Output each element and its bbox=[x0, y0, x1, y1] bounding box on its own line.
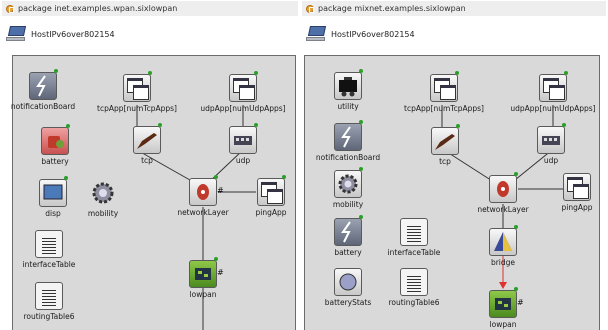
package-bar: package mixnet.examples.sixlowpan bbox=[302, 1, 606, 16]
package-icon bbox=[6, 4, 14, 13]
module-label: battery bbox=[41, 157, 69, 166]
nic-icon bbox=[489, 290, 517, 318]
module-label: mobility bbox=[332, 200, 364, 209]
right-panel: package mixnet.examples.sixlowpan HostIP… bbox=[300, 0, 608, 330]
hash-marker: # bbox=[217, 268, 224, 277]
notification-icon bbox=[29, 72, 57, 100]
module-label: udpApp[numUdpApps] bbox=[200, 104, 286, 113]
module-label: lowpan bbox=[489, 320, 517, 329]
laptop-icon bbox=[6, 26, 27, 42]
module-label: udp bbox=[235, 156, 251, 165]
module-label: lowpan bbox=[189, 290, 217, 299]
display-icon bbox=[39, 179, 67, 207]
window-icon bbox=[539, 74, 567, 102]
module-label: disp bbox=[45, 209, 61, 218]
module-canvas[interactable]: notificationBoard tcpApp[numTcpApps] udp… bbox=[11, 55, 296, 330]
package-bar: package inet.examples.wpan.sixlowpan bbox=[2, 1, 298, 16]
module-label: tcp bbox=[439, 157, 451, 166]
module-label: batteryStats bbox=[324, 298, 372, 307]
battery-icon bbox=[334, 218, 362, 246]
udp-icon bbox=[537, 126, 565, 154]
package-icon bbox=[306, 4, 314, 13]
table-icon bbox=[35, 282, 63, 310]
tcp-icon bbox=[431, 127, 459, 155]
host-bar[interactable]: HostIPv6over802154 bbox=[6, 24, 115, 44]
hash-marker: # bbox=[217, 186, 224, 195]
table-icon bbox=[400, 218, 428, 246]
network-layer-icon bbox=[489, 175, 517, 203]
network-layer-icon bbox=[189, 178, 217, 206]
window-icon bbox=[229, 74, 257, 102]
package-label: package inet.examples.wpan.sixlowpan bbox=[18, 4, 178, 13]
window-icon bbox=[257, 178, 285, 206]
module-label: bridge bbox=[490, 258, 516, 267]
udp-icon bbox=[229, 126, 257, 154]
battery-stats-icon bbox=[334, 268, 362, 296]
host-bar[interactable]: HostIPv6over802154 bbox=[306, 24, 415, 44]
module-label: interfaceTable bbox=[387, 248, 441, 257]
module-label: networkLayer bbox=[477, 205, 529, 214]
module-label: routingTable6 bbox=[388, 298, 440, 307]
module-label: udpApp[numUdpApps] bbox=[510, 104, 596, 113]
window-icon bbox=[430, 74, 458, 102]
notification-icon bbox=[334, 123, 362, 151]
utility-icon bbox=[334, 72, 362, 100]
module-label: notificationBoard bbox=[315, 153, 381, 162]
tcp-icon bbox=[133, 126, 161, 154]
module-label: routingTable6 bbox=[23, 312, 75, 321]
laptop-icon bbox=[306, 26, 327, 42]
module-label: battery bbox=[334, 248, 362, 257]
left-panel: package inet.examples.wpan.sixlowpan Hos… bbox=[0, 0, 300, 330]
battery-icon bbox=[41, 127, 69, 155]
host-label: HostIPv6over802154 bbox=[331, 29, 415, 39]
bridge-icon bbox=[489, 228, 517, 256]
hash-marker: # bbox=[517, 298, 524, 307]
nic-icon bbox=[189, 260, 217, 288]
module-label: tcpApp[numTcpApps] bbox=[404, 104, 484, 113]
module-label: pingApp bbox=[561, 203, 593, 212]
module-canvas[interactable]: utility tcpApp[numTcpApps] udpApp[numUdp… bbox=[304, 55, 600, 330]
module-label: tcpApp[numTcpApps] bbox=[97, 104, 177, 113]
window-icon bbox=[123, 74, 151, 102]
module-label: mobility bbox=[87, 209, 119, 218]
module-label: networkLayer bbox=[177, 208, 229, 217]
gear-icon bbox=[89, 179, 117, 207]
module-label: interfaceTable bbox=[22, 260, 76, 269]
module-label: udp bbox=[543, 156, 559, 165]
module-label: tcp bbox=[141, 156, 153, 165]
module-label: notificationBoard bbox=[10, 102, 76, 111]
table-icon bbox=[400, 268, 428, 296]
module-label: utility bbox=[337, 102, 359, 111]
host-label: HostIPv6over802154 bbox=[31, 29, 115, 39]
connection-lines bbox=[441, 105, 570, 289]
table-icon bbox=[35, 230, 63, 258]
gear-icon bbox=[334, 170, 362, 198]
package-label: package mixnet.examples.sixlowpan bbox=[318, 4, 466, 13]
window-icon bbox=[563, 173, 591, 201]
module-label: pingApp bbox=[255, 208, 287, 217]
